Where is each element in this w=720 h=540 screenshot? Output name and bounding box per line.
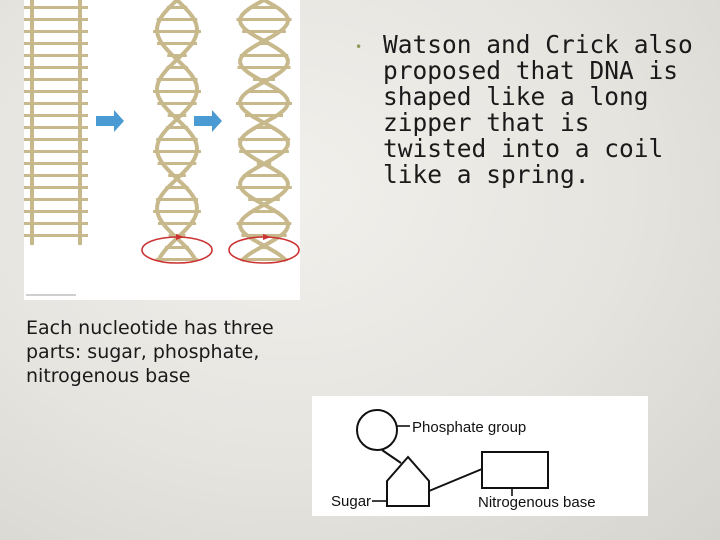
helix-rung <box>155 198 199 201</box>
ladder-rung <box>24 114 88 117</box>
ladder-rail <box>30 0 34 245</box>
helix-rung <box>237 66 291 69</box>
bullet-point: • Watson and Crick also proposed that DN… <box>355 32 705 188</box>
helix-rung <box>236 222 292 225</box>
ladder-rung <box>24 126 88 129</box>
rotation-arrowhead-icon <box>176 234 184 240</box>
helix-rung <box>236 186 292 189</box>
helix-rung <box>156 78 198 81</box>
base-label: Nitrogenous base <box>478 494 596 511</box>
helix-rung <box>248 198 280 201</box>
helix-rung <box>157 222 197 225</box>
helix-rung <box>254 126 274 129</box>
sugar-label: Sugar <box>331 493 371 510</box>
helix-backbone <box>154 0 200 262</box>
arrow-right-icon <box>194 110 222 132</box>
nucleotide-structure-diagram: Phosphate group Sugar Nitrogenous base <box>312 396 648 516</box>
helix-rung <box>155 258 199 261</box>
arrow-right-icon <box>96 110 124 132</box>
ladder-rung <box>24 66 88 69</box>
helix-rung <box>249 6 279 9</box>
helix-rung <box>243 174 285 177</box>
helix-rung <box>157 102 197 105</box>
helix-rung <box>168 174 186 177</box>
helix-rung <box>165 126 189 129</box>
ladder-rung <box>24 6 88 9</box>
ladder-rung <box>24 42 88 45</box>
ladder-rung <box>24 198 88 201</box>
helix-rung <box>237 138 291 141</box>
sugar-base-bond <box>428 468 483 492</box>
bullet-icon: • <box>355 40 363 54</box>
ladder-rung <box>24 234 88 237</box>
helix-rung <box>250 210 278 213</box>
straight-dna-ladder <box>24 0 88 245</box>
helix-rung <box>153 210 201 213</box>
helix-rung <box>153 150 201 153</box>
helix-rung <box>153 30 201 33</box>
ladder-rung <box>24 138 88 141</box>
ladder-rung <box>24 78 88 81</box>
helix-backbone <box>237 0 291 263</box>
helix-rung <box>244 114 284 117</box>
helix-rung <box>258 42 270 45</box>
partially-twisted-helix <box>153 0 201 262</box>
helix-backbone <box>154 0 200 262</box>
ladder-rung <box>24 186 88 189</box>
helix-rung <box>242 30 286 33</box>
image-credit <box>26 294 76 296</box>
rotation-arrowhead-icon <box>263 234 271 240</box>
fully-twisted-helix <box>236 0 292 263</box>
helix-rung <box>245 90 283 93</box>
helix-rung <box>167 54 187 57</box>
nucleotide-caption: Each nucleotide has three parts: sugar, … <box>26 317 274 387</box>
helix-rung <box>239 150 289 153</box>
ladder-rung <box>24 162 88 165</box>
ladder-rung <box>24 90 88 93</box>
helix-rung <box>167 114 187 117</box>
ladder-rung <box>24 222 88 225</box>
phosphate-label: Phosphate group <box>412 419 526 436</box>
helix-rung <box>236 102 292 105</box>
ladder-rail <box>78 0 82 245</box>
helix-backbone <box>237 0 291 263</box>
ladder-rung <box>24 18 88 21</box>
phosphate-circle <box>356 409 398 451</box>
ladder-rung <box>24 102 88 105</box>
helix-rung <box>165 186 189 189</box>
helix-rung <box>166 6 188 9</box>
dna-twisting-illustration <box>24 0 300 300</box>
helix-rung <box>164 246 190 249</box>
helix-rung <box>239 54 289 57</box>
ladder-rung <box>24 30 88 33</box>
ladder-rung <box>24 150 88 153</box>
helix-rung <box>166 66 188 69</box>
ladder-rung <box>24 54 88 57</box>
ladder-rung <box>24 210 88 213</box>
helix-rung <box>156 18 198 21</box>
helix-rung <box>252 78 276 81</box>
helix-rung <box>236 18 292 21</box>
helix-rung <box>240 258 288 261</box>
helix-rung <box>157 162 197 165</box>
bullet-text: Watson and Crick also proposed that DNA … <box>383 30 693 189</box>
ladder-rung <box>24 174 88 177</box>
helix-rung <box>156 138 198 141</box>
nitrogenous-base-rect <box>481 451 549 489</box>
phosphate-sugar-bond <box>381 449 402 464</box>
helix-rung <box>153 90 201 93</box>
sugar-pentagon <box>386 455 430 507</box>
helix-rung <box>157 42 197 45</box>
